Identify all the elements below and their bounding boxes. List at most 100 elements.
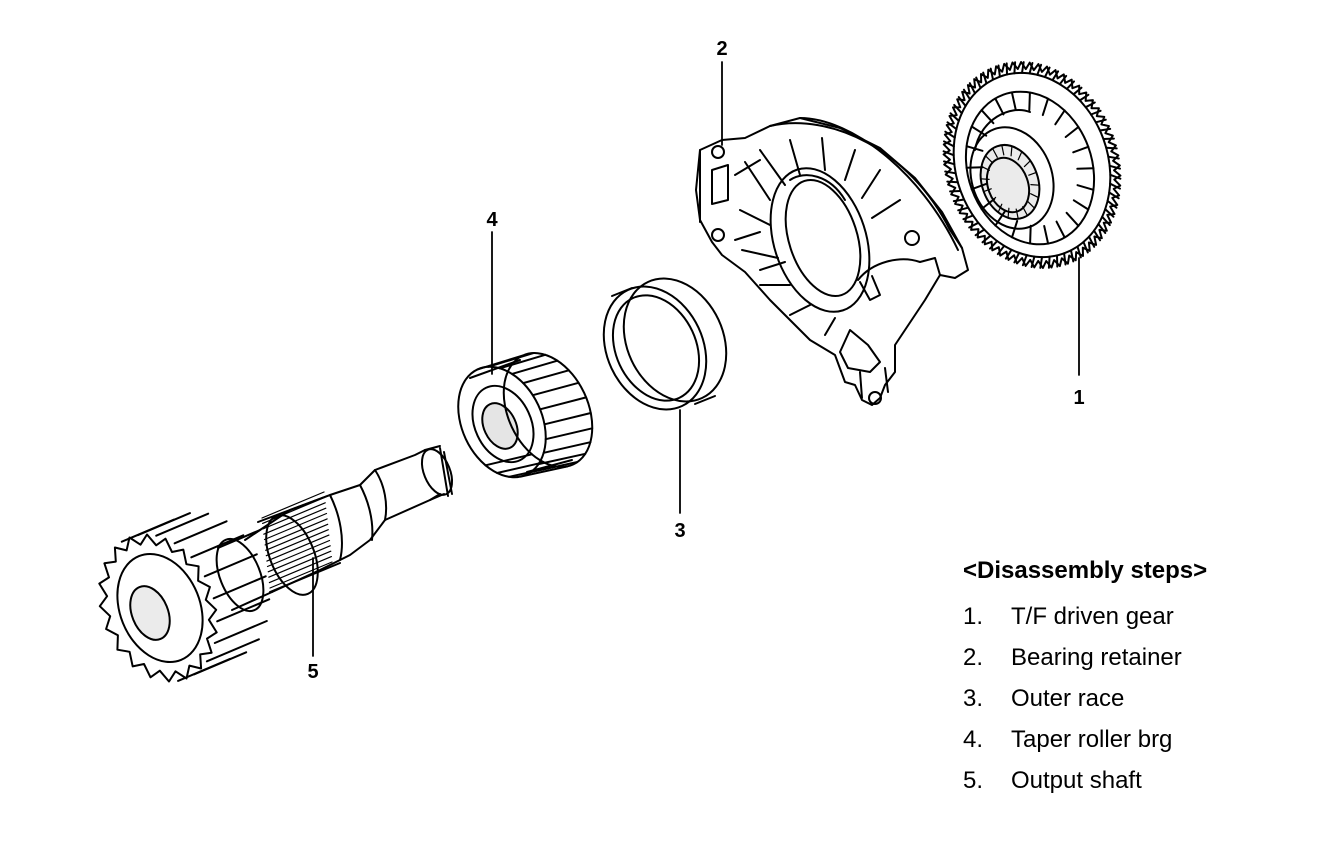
step-number: 5. xyxy=(963,767,984,794)
helical-tooth xyxy=(205,638,260,663)
spline-line xyxy=(266,534,330,562)
gear-tooth xyxy=(1097,223,1107,234)
clutch-slot xyxy=(1064,126,1080,138)
clutch-slot xyxy=(1055,220,1066,239)
helical-tooth xyxy=(212,575,267,600)
gear-tooth xyxy=(1076,245,1082,259)
output-shaft xyxy=(98,445,454,683)
spline-line xyxy=(1007,207,1010,219)
gear-tooth xyxy=(1105,146,1118,150)
clutch-slot xyxy=(1041,97,1049,117)
callout-2: 2 xyxy=(716,38,727,60)
gear-tooth xyxy=(946,121,958,131)
helical-tooth xyxy=(177,657,231,682)
step-label: Output shaft xyxy=(1011,767,1142,794)
gear-tooth xyxy=(1107,155,1120,160)
leader-lines xyxy=(312,61,1080,657)
gear-tooth xyxy=(1109,182,1121,190)
bearing-retainer xyxy=(695,117,969,406)
roller xyxy=(511,359,559,375)
step-number: 4. xyxy=(963,726,984,753)
roller xyxy=(484,453,533,467)
spline-line xyxy=(268,555,332,584)
clutch-slot xyxy=(1072,199,1090,211)
pinion-outline xyxy=(98,533,218,683)
gear-tooth xyxy=(1094,118,1107,124)
gear-tooth xyxy=(1063,252,1067,266)
gear-tooth xyxy=(1109,173,1122,180)
step-number: 3. xyxy=(963,685,984,712)
clutch-slot xyxy=(1043,225,1050,245)
legend-step-5: 5. Output shaft xyxy=(963,760,1303,801)
gear-tooth xyxy=(942,150,955,157)
callout-5: 5 xyxy=(307,661,318,683)
spline-line xyxy=(266,539,331,568)
gear-tooth xyxy=(1093,229,1102,242)
gear-tooth xyxy=(974,228,986,237)
gear-tooth xyxy=(944,130,956,139)
gear-tooth xyxy=(943,140,955,148)
gear-tooth xyxy=(962,214,974,221)
gear-tooth xyxy=(1088,235,1096,248)
gear-tooth xyxy=(957,96,967,107)
callout-4: 4 xyxy=(486,209,498,231)
spline-line xyxy=(269,561,333,589)
gear-tooth xyxy=(1101,215,1111,227)
clutch-slot xyxy=(1029,224,1032,245)
shaft-spline xyxy=(261,491,333,589)
gear-tooth xyxy=(949,112,960,122)
spline-line xyxy=(1023,160,1031,168)
helical-tooth xyxy=(173,520,228,545)
gear-tooth xyxy=(1106,199,1118,209)
callout-numbers: 1 2 3 4 5 xyxy=(307,38,1084,683)
roller xyxy=(499,353,547,370)
clutch-slot xyxy=(1010,91,1017,111)
step-label: Outer race xyxy=(1011,685,1125,712)
spline-line xyxy=(1017,151,1023,161)
legend-step-1: 1. T/F driven gear xyxy=(963,596,1303,637)
spline-line xyxy=(265,523,329,551)
gear-tooth xyxy=(968,82,976,95)
callout-3: 3 xyxy=(674,520,685,542)
gear-clutch-slots xyxy=(965,91,1095,245)
legend-step-3: 3. Outer race xyxy=(963,678,1303,719)
spline-line xyxy=(262,502,326,530)
spline-line xyxy=(1030,184,1040,186)
gear-tooth xyxy=(1104,208,1115,218)
gear-tooth-outline xyxy=(942,61,1122,269)
spline-line xyxy=(1029,193,1040,199)
legend-heading: <Disassembly steps> xyxy=(963,557,1208,584)
roller xyxy=(487,352,535,368)
tf-driven-gear xyxy=(942,61,1122,269)
legend-step-2: 2. Bearing retainer xyxy=(963,637,1303,678)
gear-tooth xyxy=(1098,127,1112,132)
gear-tooth xyxy=(1108,191,1120,200)
hub-spline xyxy=(980,144,1040,220)
spline-line xyxy=(264,518,328,546)
pinion-teeth xyxy=(98,512,271,683)
taper-roller-bearing xyxy=(457,352,594,479)
helical-tooth xyxy=(190,534,245,559)
gear-tooth xyxy=(957,206,970,212)
clutch-slot xyxy=(1076,184,1095,191)
gear-tooth xyxy=(997,64,1001,78)
outer-race xyxy=(602,277,728,411)
gear-tooth xyxy=(944,170,957,175)
roller xyxy=(539,396,588,411)
roller xyxy=(508,465,557,478)
clutch-slot xyxy=(965,166,984,169)
gear-tooth xyxy=(953,103,963,115)
step-number: 2. xyxy=(963,644,984,671)
roller xyxy=(519,465,569,478)
spline-line xyxy=(263,507,327,535)
step-label: Taper roller brg xyxy=(1011,726,1173,753)
roller xyxy=(537,452,587,466)
spline-line xyxy=(984,155,993,164)
spline-line xyxy=(1027,200,1036,209)
roller xyxy=(544,427,594,441)
gear-tooth xyxy=(968,221,980,229)
legend-step-4: 4. Taper roller brg xyxy=(963,719,1303,760)
spline-line xyxy=(1001,144,1005,156)
clutch-slot xyxy=(994,210,1006,227)
